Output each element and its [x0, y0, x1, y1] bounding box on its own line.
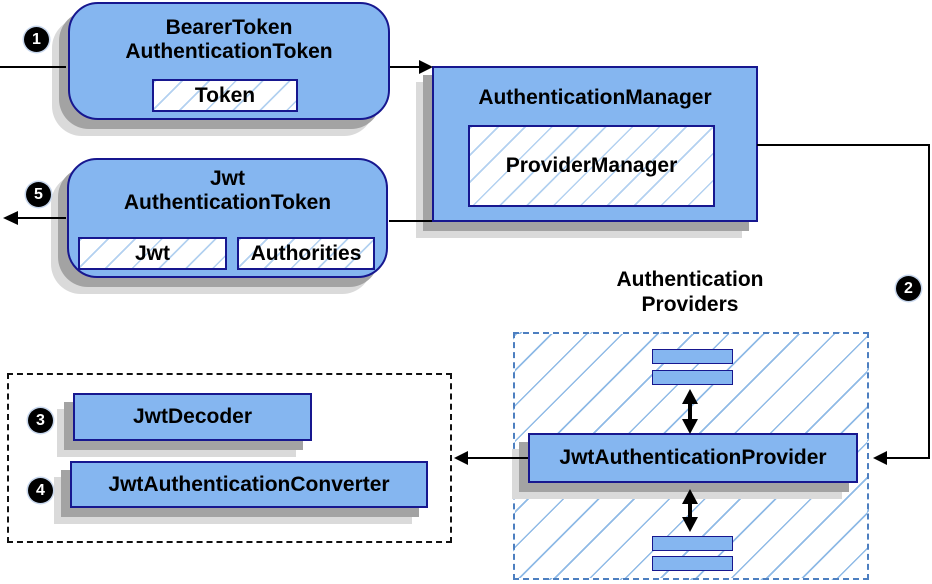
node-jwt-authentication-token: Jwt AuthenticationToken Jwt Authorities	[67, 158, 388, 278]
node-provider-manager: ProviderManager	[468, 125, 715, 207]
provider-stack-bottom-bar-1	[652, 536, 733, 551]
arrow-manager-to-provider-head	[873, 451, 887, 465]
decoder-converter-group: JwtDecoder JwtAuthenticationConverter	[7, 373, 452, 543]
node-jwt-decoder: JwtDecoder	[73, 393, 312, 441]
field-authorities: Authorities	[237, 237, 375, 270]
step-badge-5: 5	[26, 182, 51, 207]
node-authentication-manager: AuthenticationManager ProviderManager	[432, 66, 758, 222]
field-authorities-label: Authorities	[250, 241, 362, 265]
step-badge-1: 1	[24, 27, 49, 52]
node-jwt-authentication-converter-label: JwtAuthenticationConverter	[108, 472, 390, 496]
arrow-provider-to-decoder-group-head	[454, 451, 468, 465]
provider-stack-top-bar-2	[652, 370, 733, 385]
node-bearer-token: BearerToken AuthenticationToken Token	[68, 2, 390, 120]
step-badge-4: 4	[28, 478, 53, 503]
field-jwt-label: Jwt	[134, 241, 170, 265]
authentication-providers-label: Authentication Providers	[616, 268, 764, 316]
field-token-label: Token	[194, 83, 256, 107]
arrow-bearer-to-manager-head	[419, 60, 433, 74]
node-jwt-authentication-converter: JwtAuthenticationConverter	[70, 461, 428, 508]
step-badge-3: 3	[28, 408, 53, 433]
node-jwt-authentication-provider: JwtAuthenticationProvider	[528, 433, 858, 483]
node-jwt-authentication-provider-label: JwtAuthenticationProvider	[559, 446, 827, 469]
node-jwt-decoder-label: JwtDecoder	[132, 405, 253, 428]
step-badge-2: 2	[896, 276, 921, 301]
node-provider-manager-label: ProviderManager	[505, 154, 678, 177]
provider-stack-top-bar-1	[652, 349, 733, 364]
field-token: Token	[152, 79, 298, 112]
node-bearer-token-title: BearerToken AuthenticationToken	[125, 16, 333, 63]
field-jwt: Jwt	[78, 237, 227, 270]
node-jwt-authentication-token-title: Jwt AuthenticationToken	[123, 167, 332, 214]
provider-stack-bottom-bar-2	[652, 556, 733, 571]
arrow-jwt-token-out-head	[3, 211, 18, 225]
node-authentication-manager-title: AuthenticationManager	[478, 86, 712, 109]
authentication-providers-group: JwtAuthenticationProvider	[513, 332, 869, 580]
